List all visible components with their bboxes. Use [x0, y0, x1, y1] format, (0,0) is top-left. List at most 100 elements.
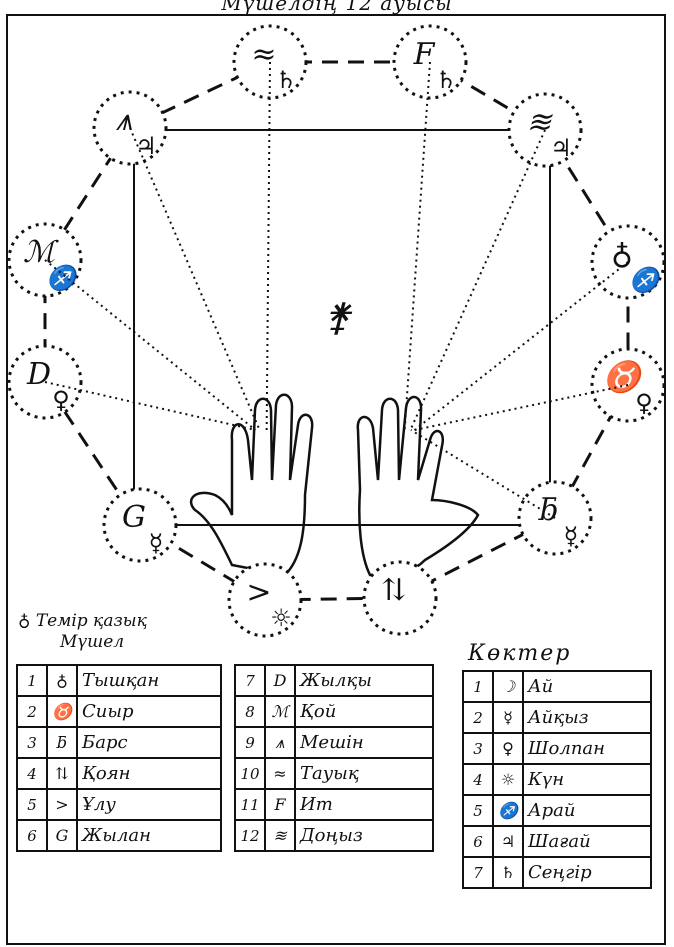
dotted-ray [265, 61, 271, 431]
cell-sym: ♁ [46, 664, 78, 697]
cell-name: Шолпан [522, 732, 652, 765]
cell-sym: > [46, 788, 78, 821]
dotted-ray [403, 61, 431, 431]
right-hand [356, 395, 480, 577]
frame [6, 14, 666, 945]
cell-name: Арай [522, 794, 652, 827]
table-row: 1♁Тышқан [16, 664, 222, 697]
legend-symbol: ♁ [18, 611, 31, 631]
dotted-ray [409, 129, 546, 431]
planet-symbol: ♐ [46, 264, 80, 292]
koktar-heading: Көктер [468, 641, 572, 666]
cell-name: Ит [294, 788, 434, 821]
cell-n: 4 [16, 757, 48, 790]
cell-n: 11 [234, 788, 266, 821]
cell-name: Қоян [76, 757, 222, 790]
cell-sym: ♄ [492, 856, 524, 889]
cell-sym: ♐ [492, 794, 524, 827]
table-row: 1☽Ай [462, 670, 652, 703]
cell-sym: F [264, 788, 296, 821]
zodiac-symbol: ♉ [603, 359, 646, 395]
cell-sym: ⩚ [264, 726, 296, 759]
cell-sym: ♃ [492, 825, 524, 858]
zodiac-symbol: ⇅ [381, 573, 406, 608]
cell-sym: ♉ [46, 695, 78, 728]
table-row: 9⩚Мешін [234, 726, 434, 759]
cell-name: Күн [522, 763, 652, 796]
legend-line1: Темір қазық [35, 611, 147, 631]
cell-sym: ♀ [492, 732, 524, 765]
cell-name: Тышқан [76, 664, 222, 697]
table-row: 6♃Шағай [462, 825, 652, 858]
cell-sym: ☽ [492, 670, 524, 703]
cell-n: 5 [462, 794, 494, 827]
zodiac-symbol: ⩚ [116, 103, 133, 138]
cell-n: 3 [462, 732, 494, 765]
table-row: 3♀Шолпан [462, 732, 652, 765]
table-row: 5>Ұлу [16, 788, 222, 821]
cell-n: 10 [234, 757, 266, 790]
cell-name: Доңыз [294, 819, 434, 852]
zodiac-symbol: D [26, 357, 51, 392]
dotted-ray [129, 127, 261, 431]
inner-rectangle [133, 129, 551, 526]
zodiac-symbol: ƃ [537, 493, 558, 528]
dotted-ray [413, 261, 629, 431]
table-row: 12≋Доңыз [234, 819, 434, 852]
cell-name: Барс [76, 726, 222, 759]
cell-n: 2 [462, 701, 494, 734]
cell-name: Ай [522, 670, 652, 703]
cell-sym: ℳ [264, 695, 296, 728]
cell-n: 3 [16, 726, 48, 759]
cell-name: Жылан [76, 819, 222, 852]
center-symbol: ⚵ [323, 295, 353, 339]
planet-symbol: ♀ [635, 389, 653, 417]
cell-n: 8 [234, 695, 266, 728]
cell-n: 1 [462, 670, 494, 703]
cell-sym: ☼ [492, 763, 524, 796]
cell-name: Сеңгір [522, 856, 652, 889]
planet-symbol: ☼ [270, 604, 292, 632]
cell-n: 2 [16, 695, 48, 728]
legend-line2: Мүшел [60, 632, 125, 652]
cell-n: 6 [16, 819, 48, 852]
cell-name: Тауық [294, 757, 434, 790]
cell-sym: ≈ [264, 757, 296, 790]
zodiac-circle: ⇅ [362, 560, 438, 636]
cell-name: Шағай [522, 825, 652, 858]
cell-sym: ☿ [492, 701, 524, 734]
planet-symbol: ♄ [435, 66, 457, 94]
cell-n: 9 [234, 726, 266, 759]
zodiac-circle: ≈♄ [232, 24, 308, 100]
cell-sym: ƃ [46, 726, 78, 759]
cell-name: Мешін [294, 726, 434, 759]
cell-sym: ⇅ [46, 757, 78, 790]
planet-symbol: ♐ [629, 266, 663, 294]
cell-name: Жылқы [294, 664, 434, 697]
left-hand [189, 393, 314, 577]
dotted-ray [410, 429, 556, 519]
cell-name: Сиыр [76, 695, 222, 728]
zodiac-symbol: > [246, 575, 271, 610]
table-row: 5♐Арай [462, 794, 652, 827]
zodiac-symbol: G [122, 500, 146, 535]
dotted-ray [44, 259, 257, 431]
table-row: 2☿Айқыз [462, 701, 652, 734]
planet-symbol: ♀ [52, 386, 70, 414]
cell-n: 4 [462, 763, 494, 796]
table-row: 4⇅Қоян [16, 757, 222, 790]
planet-symbol: ♄ [275, 66, 297, 94]
planet-symbol: ☿ [149, 529, 164, 557]
dotted-ray [414, 384, 629, 431]
cell-n: 7 [234, 664, 266, 697]
cell-n: 5 [16, 788, 48, 821]
zodiac-symbol: ℳ [23, 235, 59, 270]
